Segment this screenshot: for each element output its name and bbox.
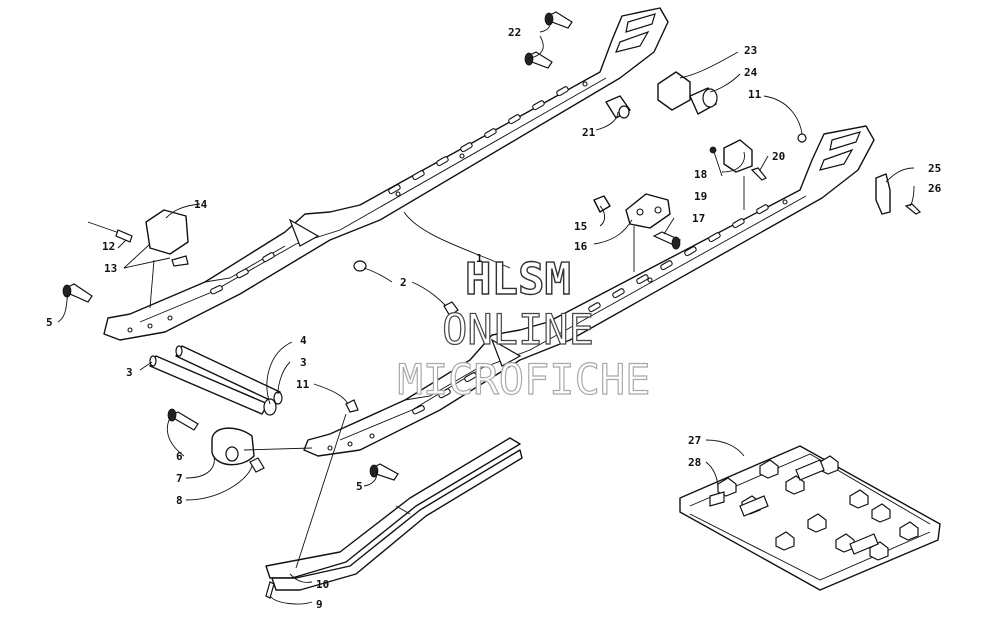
axle-tubes [149,345,283,416]
callout-14: 14 [194,198,208,211]
rail-rear-slots [127,81,588,333]
callout-18: 18 [694,168,707,181]
slide-wear-strip [265,437,523,591]
callout-6: 6 [176,450,183,463]
callout-25: 25 [928,162,941,175]
hardware [62,11,922,599]
callout-23: 23 [744,44,757,57]
callout-2: 2 [400,276,407,289]
callout-26: 26 [928,182,942,195]
callout-16: 16 [574,240,588,253]
callout-28: 28 [688,456,701,469]
watermark-line-3: MICROFICHE [398,355,651,404]
rail-front [303,125,875,457]
callout-5-lower: 5 [356,480,363,493]
callout-24: 24 [744,66,758,79]
callout-13: 13 [104,262,117,275]
rail-rear [103,7,669,341]
leader-lines [57,17,915,605]
callout-1: 1 [476,252,483,265]
callout-21: 21 [582,126,596,139]
track-lugs [709,455,919,561]
callout-15: 15 [574,220,587,233]
callout-5-upper: 5 [46,316,53,329]
callout-12: 12 [102,240,115,253]
callout-3-right: 3 [300,356,307,369]
callout-22: 22 [508,26,521,39]
callout-17: 17 [692,212,705,225]
track-clip-inset [679,445,941,591]
callout-11-upper: 11 [748,88,762,101]
callout-3-left: 3 [126,366,133,379]
callout-19: 19 [694,190,707,203]
rail-front-slots [327,199,788,451]
watermark-line-2: ONLINE [442,305,594,354]
callout-8: 8 [176,494,183,507]
watermark: HLSM ONLINE MICROFICHE [397,253,651,404]
callout-7: 7 [176,472,183,485]
callout-9: 9 [316,598,323,611]
watermark-line-1: HLSM [465,254,571,305]
callout-4: 4 [300,334,307,347]
callout-10: 10 [316,578,329,591]
callout-27: 27 [688,434,701,447]
callout-20: 20 [772,150,785,163]
callout-11-lower: 11 [296,378,310,391]
callout-labels: 1 2 3 3 4 5 5 6 7 8 9 10 11 11 12 13 14 … [46,26,942,611]
